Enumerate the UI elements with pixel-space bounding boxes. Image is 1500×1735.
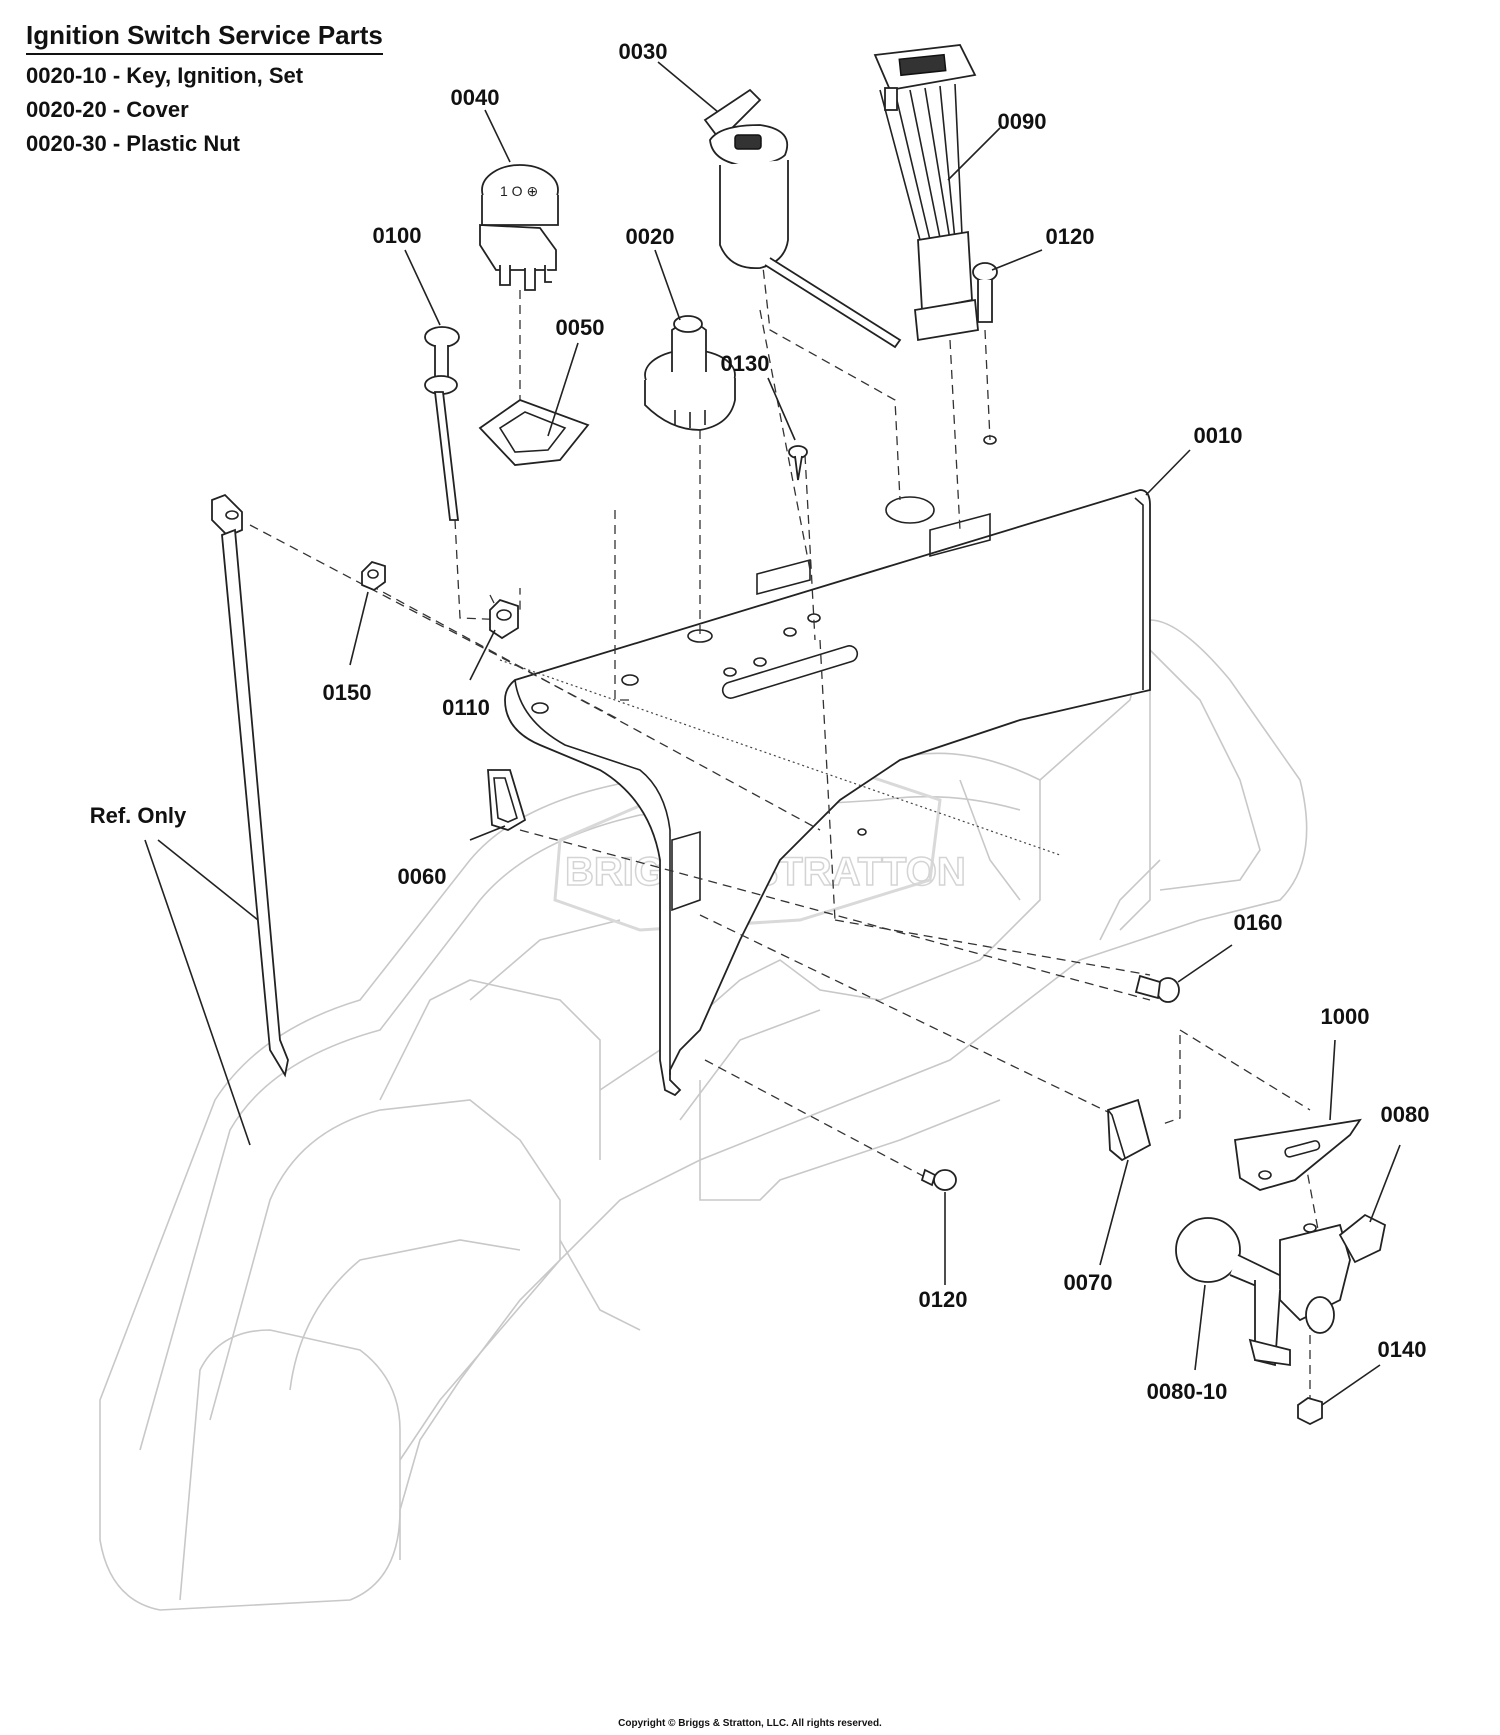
screw-0130: [788, 445, 808, 481]
pto-bezel-0050: [478, 398, 590, 466]
copyright-notice: Copyright © Briggs & Stratton, LLC. All …: [618, 1718, 882, 1729]
callout-1000: 1000: [1320, 1004, 1370, 1029]
nut-0150: [361, 560, 386, 592]
pto-cutout: [756, 558, 811, 596]
screw-0120-bottom: [920, 1168, 957, 1191]
cable-tie-ref: [211, 493, 289, 1078]
callout-0100: 0100: [372, 223, 422, 248]
ignition-switch-0020: [644, 315, 736, 431]
callout-0090: 0090: [997, 109, 1047, 134]
callout-0160: 0160: [1233, 910, 1283, 935]
callout-0080-10: 0080-10: [1146, 1379, 1228, 1404]
legend-item-plastic-nut: 0020-30 - Plastic Nut: [26, 131, 240, 156]
callout-0010: 0010: [1193, 423, 1243, 448]
nut-0140: [1297, 1397, 1323, 1426]
service-parts-legend: Ignition Switch Service Parts 0020-10 - …: [26, 20, 383, 157]
fender-ghost-outline: [99, 619, 1308, 1611]
legend-item-key: 0020-10 - Key, Ignition, Set: [26, 63, 304, 88]
throttle-slot: [721, 645, 859, 699]
callout-0110: 0110: [442, 695, 490, 720]
gasket-0060: [487, 769, 527, 831]
callout-0150: 0150: [322, 680, 372, 705]
assembly-lines: [249, 239, 1321, 1405]
pto-switch-0040: 1 O ⊕: [479, 164, 559, 291]
callout-ref-only: Ref. Only: [89, 803, 187, 828]
callout-0140: 0140: [1377, 1337, 1427, 1362]
throttle-control-0080: [1175, 1213, 1387, 1367]
usb-hole: [885, 496, 935, 524]
nut-0110: [489, 598, 519, 640]
choke-cable-0100: [424, 326, 460, 521]
callout-0130: 0130: [720, 351, 770, 376]
callout-0030: 0030: [618, 39, 668, 64]
leader-lines: [144, 61, 1401, 1406]
dash-panel-0010: [504, 435, 1151, 1097]
legend-item-cover: 0020-20 - Cover: [26, 97, 189, 122]
svg-text:1 O ⊕: 1 O ⊕: [500, 183, 538, 199]
legend-title: Ignition Switch Service Parts: [26, 20, 383, 55]
callout-0120-top: 0120: [1045, 224, 1095, 249]
callout-0120-bottom: 0120: [918, 1287, 968, 1312]
callout-0040: 0040: [450, 85, 500, 110]
screw-0120-top: [972, 262, 998, 323]
callout-0070: 0070: [1063, 1270, 1113, 1295]
bracket-1000: [1233, 1118, 1362, 1191]
callout-0080: 0080: [1380, 1102, 1430, 1127]
cap-0070: [1107, 1098, 1152, 1162]
callout-0060: 0060: [397, 864, 447, 889]
hour-meter-0090: [873, 44, 979, 342]
hourmeter-cutout: [929, 512, 991, 558]
callout-0050: 0050: [555, 315, 605, 340]
callout-0020: 0020: [625, 224, 675, 249]
usb-port-0030: [703, 88, 902, 349]
side-cutout: [671, 830, 701, 912]
screw-0160: [1134, 974, 1180, 1003]
